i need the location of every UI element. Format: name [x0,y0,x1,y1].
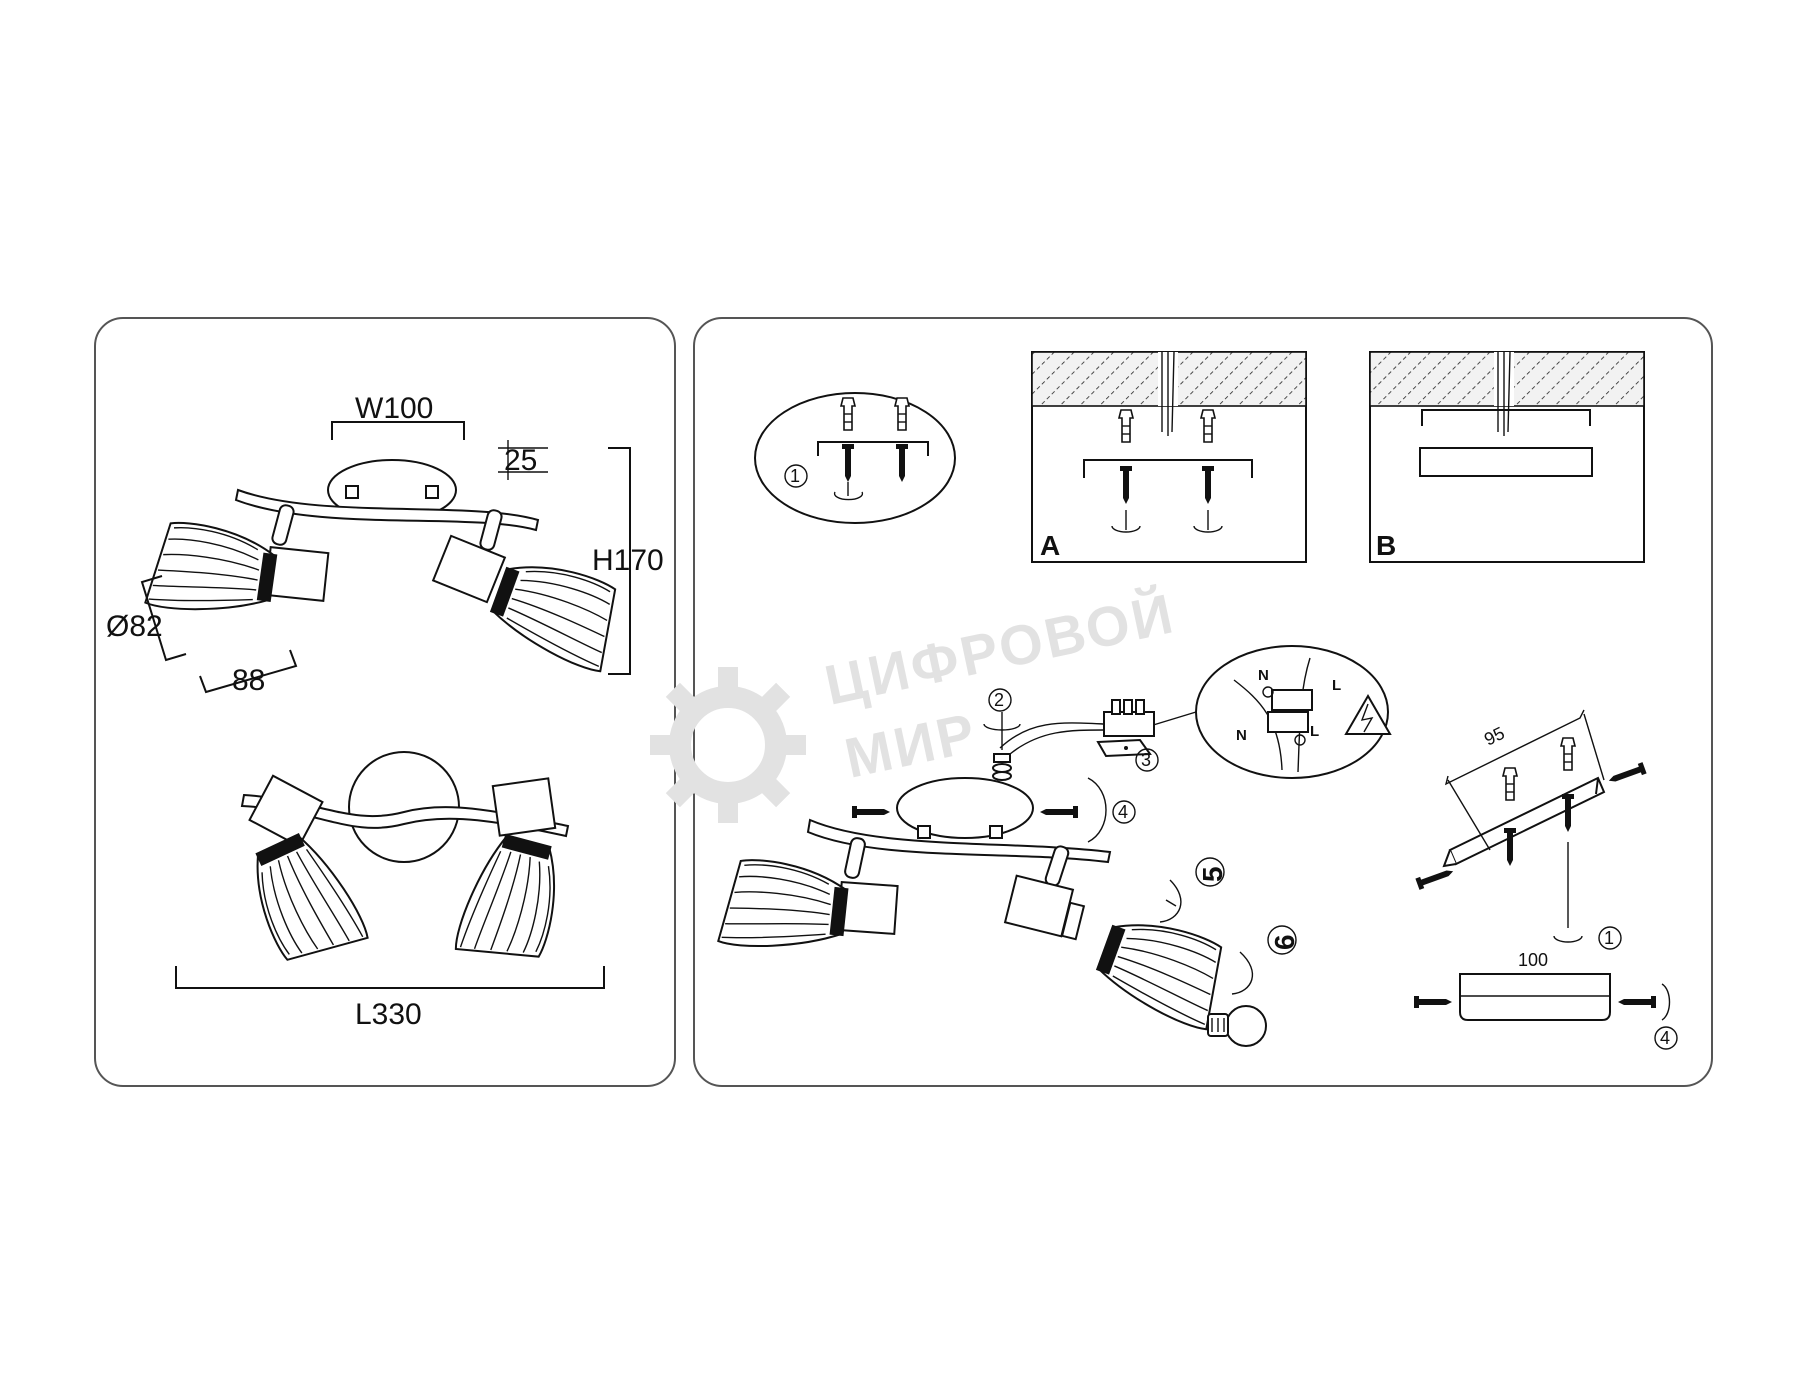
wire-n-bottom: N [1236,727,1247,744]
dim-bracket-width: 95 [1481,723,1508,750]
watermark-line2: МИР [839,700,982,789]
step-1-bracket-label: 1 [1604,928,1614,948]
step-1-label: 1 [790,466,800,486]
dim-depth: 25 [504,444,537,477]
wire-l-bottom: L [1310,723,1319,740]
panel-b-ceiling-mount: B [1369,351,1645,563]
step-4-label: 4 [1118,802,1128,822]
terminal-block: 3 [1096,699,1159,772]
bracket-detail: 95 1 [1415,709,1647,950]
electric-hazard-icon [1344,694,1392,735]
step-4-plate-label: 4 [1660,1028,1670,1048]
dim-height: H170 [592,544,664,577]
dim-length: L330 [355,998,422,1031]
step-3-label: 3 [1141,750,1151,770]
wiring-detail: N L N L [1149,645,1392,779]
step-5-label: 5 [1197,866,1228,882]
step-2-label: 2 [994,690,1004,710]
step-6-label: 6 [1269,934,1300,950]
panel-b-label: B [1376,530,1396,561]
dim-width: W100 [355,392,433,425]
top-view-drawing: L330 [175,751,605,1031]
gear-logo-icon [650,667,806,823]
panel-a-ceiling-mount: A [1031,351,1307,563]
wire-n-top: N [1258,667,1269,684]
dim-shade-length: 88 [232,664,265,697]
side-view-drawing: W100 25 H170 Ø82 88 [106,392,664,697]
dim-diameter: Ø82 [106,610,163,643]
panel-a-label: A [1040,530,1060,561]
exploded-fixture: 2 4 5 6 [717,688,1300,1047]
dimensions-panel [94,317,676,1087]
dim-plate-width: 100 [1518,950,1548,970]
step1-drill-detail: 1 [754,392,956,524]
light-bulb-icon [1207,1005,1267,1047]
plate-detail: 100 4 [1414,950,1678,1050]
wire-l-top: L [1332,677,1341,694]
